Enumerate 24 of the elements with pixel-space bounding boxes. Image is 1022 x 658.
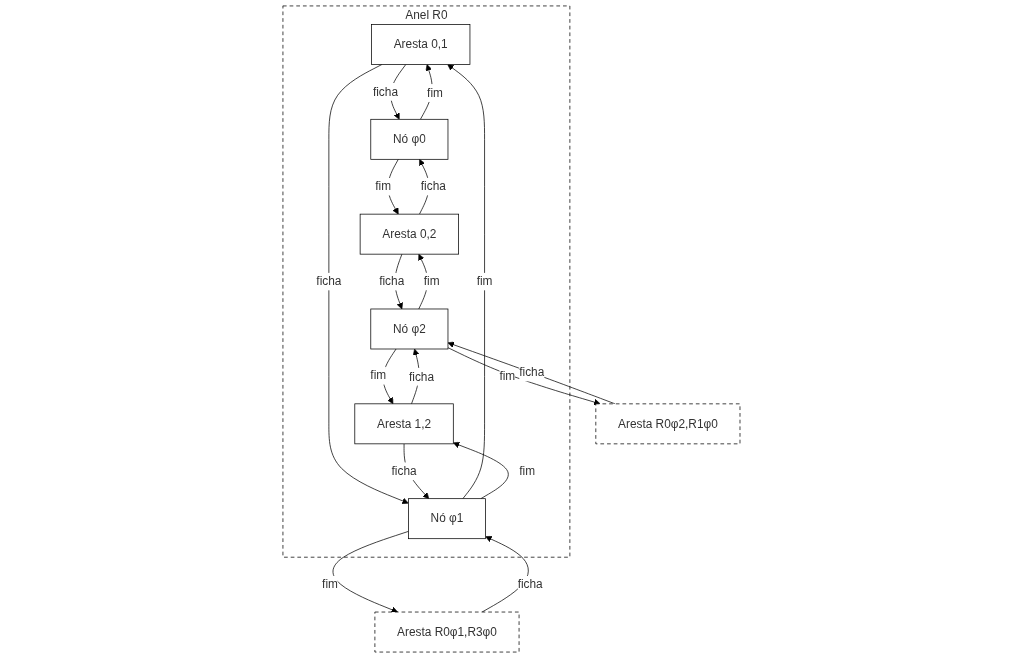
- edge-label: ficha: [517, 577, 543, 591]
- edge-label: ficha: [518, 365, 544, 379]
- edge-label: fim: [518, 464, 535, 478]
- edge-label: fim: [476, 274, 492, 288]
- edge-label: ficha: [372, 85, 398, 98]
- node-box: Aresta R0φ2,R1φ0: [594, 403, 740, 445]
- node-box: Aresta 1,2: [353, 403, 454, 445]
- node-box: Aresta R0φ1,R3φ0: [374, 611, 519, 653]
- node-box: Aresta 0,1: [370, 24, 470, 65]
- edge-label: fim: [498, 369, 515, 383]
- edge-label: ficha: [408, 370, 434, 383]
- edge-label: fim: [321, 577, 338, 591]
- edge-label: ficha: [315, 274, 341, 288]
- edge-label: fim: [426, 86, 443, 99]
- node-box: Nó φ1: [407, 498, 486, 540]
- edge-label: fim: [369, 369, 386, 382]
- edge-label: ficha: [378, 274, 404, 288]
- edge-label: ficha: [420, 180, 446, 193]
- node-box: Aresta 0,2: [359, 213, 459, 255]
- node-box: Nó φ0: [369, 118, 448, 160]
- node-box: Nó φ2: [369, 308, 448, 350]
- edge-label: fim: [374, 180, 391, 193]
- edge-label: fim: [423, 274, 440, 288]
- edge-label: ficha: [391, 464, 417, 478]
